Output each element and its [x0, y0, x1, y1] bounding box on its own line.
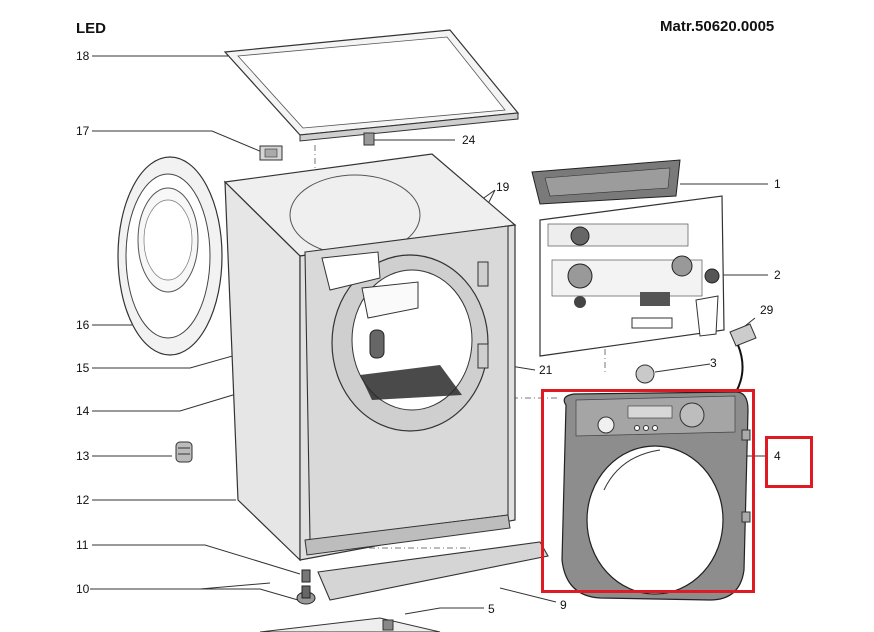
clip-24 [363, 132, 375, 146]
callout-2: 2 [774, 268, 781, 282]
leader-17 [92, 130, 263, 153]
leader-9 [499, 587, 557, 603]
callout-4: 4 [774, 449, 781, 463]
foot-13 [175, 441, 193, 463]
leader-3 [654, 363, 711, 373]
highlight-part-4-box [541, 389, 755, 593]
callout-15: 15 [76, 361, 90, 375]
leader-10b [90, 588, 299, 601]
door-16 [117, 156, 223, 356]
callout-14: 14 [76, 404, 90, 418]
callout-5: 5 [488, 602, 495, 616]
leader-10 [92, 582, 271, 590]
matrix-code: Matr.50620.0005 [660, 18, 775, 35]
leader-5 [404, 607, 484, 615]
callout-18: 18 [76, 49, 90, 63]
highlight-label-4-box [765, 436, 813, 488]
front-panel-4 [561, 391, 751, 601]
base-5 [259, 617, 441, 632]
foot-10-11 [296, 569, 316, 605]
callout-11: 11 [76, 538, 89, 552]
callout-24: 24 [462, 133, 476, 147]
callout-10: 10 [76, 582, 90, 596]
connector-29 [729, 323, 757, 393]
cabinet-12 [223, 153, 517, 562]
top-cover [223, 29, 520, 142]
callout-9: 9 [560, 598, 567, 612]
knob-3 [635, 364, 655, 384]
leader-11 [92, 544, 301, 575]
control-board-2 [539, 195, 725, 357]
bracket-17 [259, 145, 283, 161]
callout-13: 13 [76, 449, 90, 463]
callout-19: 19 [496, 180, 510, 194]
callout-17: 17 [76, 124, 90, 138]
callout-12: 12 [76, 493, 90, 507]
kickplate-9 [317, 541, 549, 601]
callout-21: 21 [539, 363, 553, 377]
callout-16: 16 [76, 318, 90, 332]
callout-3: 3 [710, 356, 717, 370]
model-label: LED [76, 20, 106, 37]
callout-29: 29 [760, 303, 774, 317]
tray-1 [531, 159, 681, 205]
callout-1: 1 [774, 177, 781, 191]
